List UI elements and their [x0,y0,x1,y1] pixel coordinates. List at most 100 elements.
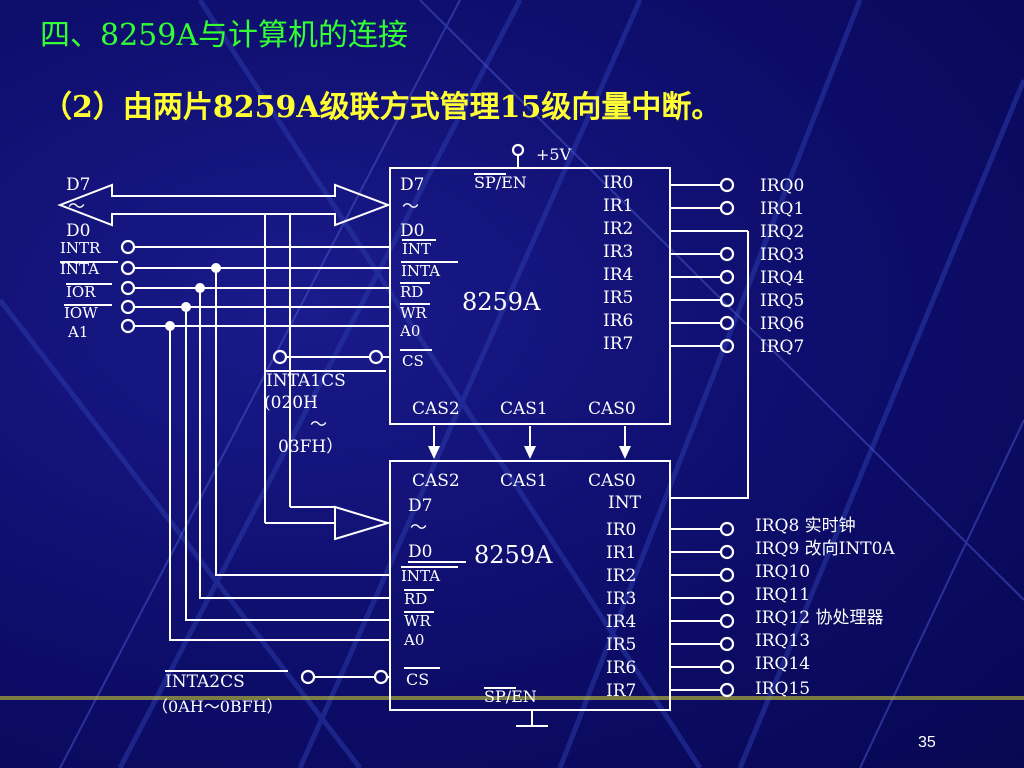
master-irq-lines [670,177,748,354]
inta2cs-range: （0AH～0BFH） [152,697,283,716]
inta2cs-terminal-left [300,669,316,685]
inta-terminal [120,260,136,276]
bus-tilde-label: ～ [68,197,85,217]
inta1cs-terminal-left [272,349,288,365]
inta1cs-range-start: (020H [264,393,318,413]
slave-chip-name: 8259A [474,541,553,569]
slave-d0-label: D0 [408,542,432,562]
power-terminal [511,143,525,157]
data-bus-arrow-master [57,183,391,227]
slave-cas2-label: CAS2 [412,471,460,491]
slave-wr-label: WR [404,612,431,630]
master-8259a-chip [389,167,671,425]
master-inta-label: INTA [401,262,440,280]
master-ir2-label: IR2 [603,219,633,239]
master-tilde-label: ～ [402,197,419,217]
slave-ir1-label: IR1 [606,543,636,563]
master-chip-name: 8259A [462,288,541,316]
irq5-label: IRQ5 [760,291,804,311]
a0-to-slave-line [169,326,390,641]
inta2cs-label: INTA2CS [165,672,245,692]
master-ir7-label: IR7 [603,334,633,354]
bus-d7-label: D7 [66,175,90,195]
bus-d0-label: D0 [66,221,90,241]
slave-cas0-label: CAS0 [588,471,636,491]
slave-inta-label: INTA [401,567,440,585]
slave-8259a-chip [389,460,671,711]
slave-cas1-label: CAS1 [500,471,548,491]
master-ir3-label: IR3 [603,242,633,262]
irq9-label: IRQ9 改向INT0A [755,539,895,559]
slave-tilde-label: ～ [410,518,427,538]
power-label: +5V [536,145,572,164]
intr-terminal [120,239,136,255]
slave-sp-en-label: SP/EN [484,687,537,706]
master-wr-label: WR [400,304,427,322]
slave-a0-label: A0 [403,631,424,649]
bus-iow-label: IOW [64,304,98,322]
bus-ior-label: IOR [66,283,96,301]
data-bus-arrow-slave-head [334,505,392,541]
irq1-label: IRQ1 [760,199,804,219]
irq14-label: IRQ14 [755,654,810,674]
master-d0-label: D0 [400,221,424,241]
master-ir5-label: IR5 [603,288,633,308]
irq13-label: IRQ13 [755,631,810,651]
cas-arrows [428,426,631,459]
irq12-label: IRQ12 协处理器 [755,608,884,628]
slave-ir0-label: IR0 [606,520,636,540]
irq8-label: IRQ8 实时钟 [755,516,856,536]
inta1cs-tilde: ～ [310,415,327,435]
irq15-label: IRQ15 [755,679,810,699]
master-cs-label: CS [402,352,424,370]
iow-terminal [120,299,136,315]
master-int-label: INT [402,240,431,258]
irq10-label: IRQ10 [755,562,810,582]
slave-ir6-label: IR6 [606,658,636,678]
slide-title: 四、8259A与计算机的连接 [40,18,409,53]
slave-cs-label: CS [406,670,429,689]
page-number: 35 [918,734,936,751]
master-cas0-label: CAS0 [588,399,636,419]
inta2cs-terminal-right [373,669,389,685]
irq6-label: IRQ6 [760,314,804,334]
irq2-label: IRQ2 [760,222,804,242]
wr-to-slave-line [185,307,390,621]
inta1cs-terminal-right [368,349,384,365]
slave-ir7-label: IR7 [606,681,636,701]
bus-a1-label: A1 [67,323,88,341]
master-ir0-label: IR0 [603,173,633,193]
inta-to-slave-line [215,268,390,576]
master-cas1-label: CAS1 [500,399,548,419]
inta1cs-range-end: 03FH） [278,437,343,457]
master-a0-label: A0 [399,322,420,340]
ir2-cascade-line [670,231,749,499]
irq7-label: IRQ7 [760,337,804,357]
ior-terminal [120,280,136,296]
master-ir1-label: IR1 [603,196,633,216]
master-ir4-label: IR4 [603,265,633,285]
a1-terminal [120,318,136,334]
master-cas2-label: CAS2 [412,399,460,419]
slave-ir2-label: IR2 [606,566,636,586]
bus-intr-label: INTR [60,239,101,257]
irq4-label: IRQ4 [760,268,804,288]
slave-d7-label: D7 [408,496,432,516]
slave-irq-lines [670,521,735,698]
bus-inta-label: INTA [60,260,99,278]
master-rd-label: RD [400,283,423,301]
slave-ir4-label: IR4 [606,612,636,632]
slave-rd-label: RD [404,590,427,608]
slave-ir3-label: IR3 [606,589,636,609]
irq3-label: IRQ3 [760,245,804,265]
rd-to-slave-line [199,288,390,599]
master-ir6-label: IR6 [603,311,633,331]
master-sp-en-label: SP/EN [474,173,527,192]
slave-int-label: INT [608,493,642,513]
irq11-label: IRQ11 [755,585,810,605]
master-d7-label: D7 [400,175,424,195]
slide-subtitle: （2）由两片8259A级联方式管理15级向量中断。 [42,90,722,125]
inta1cs-label: INTA1CS [266,371,346,391]
